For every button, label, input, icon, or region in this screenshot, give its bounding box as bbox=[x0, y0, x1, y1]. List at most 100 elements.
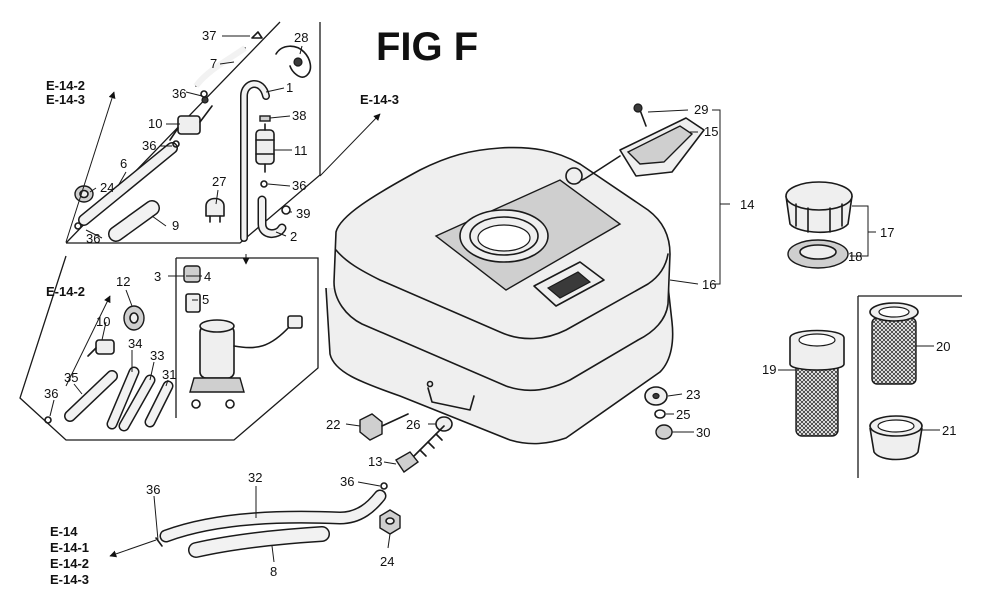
clip-27 bbox=[205, 197, 225, 223]
callout-38: 38 bbox=[292, 108, 306, 123]
callout-2: 2 bbox=[290, 229, 297, 244]
callout-19: 19 bbox=[762, 362, 776, 377]
callout-32: 32 bbox=[248, 470, 262, 485]
callout-7: 7 bbox=[210, 56, 217, 71]
fuel-hose-6 bbox=[78, 142, 178, 226]
callout-20: 20 bbox=[936, 339, 950, 354]
callout-17: 17 bbox=[880, 225, 894, 240]
ring-21 bbox=[869, 415, 923, 461]
figure-title: FIG F bbox=[376, 25, 478, 69]
callout-8: 8 bbox=[270, 564, 277, 579]
fuel-filter-11 bbox=[255, 115, 275, 173]
strainer-19 bbox=[789, 329, 845, 437]
callout-36-e: 36 bbox=[44, 386, 58, 401]
callout-39: 39 bbox=[296, 206, 310, 221]
fuel-pump bbox=[189, 315, 303, 409]
callout-25: 25 bbox=[676, 407, 690, 422]
clamp-39 bbox=[281, 205, 291, 215]
clip-28 bbox=[275, 45, 312, 78]
fuel-hose-9 bbox=[108, 200, 160, 242]
callout-12: 12 bbox=[116, 274, 130, 289]
clamp-36-bottom bbox=[155, 537, 163, 547]
callout-22: 22 bbox=[326, 417, 340, 432]
pump-sleeve-5 bbox=[185, 293, 201, 313]
callout-36-c: 36 bbox=[292, 178, 306, 193]
fuel-hose-32 bbox=[159, 489, 387, 543]
washer-25 bbox=[654, 409, 666, 419]
callout-36-b: 36 bbox=[142, 138, 156, 153]
callout-21: 21 bbox=[942, 423, 956, 438]
bolt-22 bbox=[359, 413, 409, 441]
callout-24-lower: 24 bbox=[380, 554, 394, 569]
fuel-hose-1 bbox=[240, 80, 270, 242]
ref-e14-3-bottom[interactable]: E-14-3 bbox=[50, 572, 89, 587]
clamp-36-pump bbox=[44, 416, 52, 424]
clamp-36-set bbox=[74, 90, 268, 230]
fuel-pump-frame bbox=[19, 255, 319, 441]
fuel-valve-10-lower bbox=[87, 339, 115, 357]
callout-29: 29 bbox=[694, 102, 708, 117]
grommet-24-lower bbox=[379, 509, 401, 535]
pump-cap-4 bbox=[183, 265, 201, 283]
nut-30 bbox=[655, 424, 673, 440]
callout-13: 13 bbox=[368, 454, 382, 469]
callout-3: 3 bbox=[154, 269, 161, 284]
fuel-tank-16 bbox=[325, 146, 674, 445]
callout-14: 14 bbox=[740, 197, 754, 212]
fuel-hose-2 bbox=[257, 195, 287, 238]
washer-23 bbox=[644, 386, 668, 406]
fuel-hose-7 bbox=[193, 45, 247, 88]
strainer-frame bbox=[857, 295, 962, 478]
callout-35: 35 bbox=[64, 370, 78, 385]
gasket-18 bbox=[787, 239, 849, 269]
nut-26 bbox=[435, 416, 453, 432]
fuel-cap-17 bbox=[785, 181, 853, 234]
callout-36-g: 36 bbox=[146, 482, 160, 497]
ref-arrows bbox=[65, 91, 381, 558]
callout-9: 9 bbox=[172, 218, 179, 233]
callout-4: 4 bbox=[204, 269, 211, 284]
callout-numbers: 37 28 7 1 36 38 10 36 11 6 27 36 24 39 9… bbox=[44, 28, 956, 579]
callout-18: 18 bbox=[848, 249, 862, 264]
callout-30: 30 bbox=[696, 425, 710, 440]
fitting-13 bbox=[395, 425, 445, 473]
screw-29 bbox=[633, 103, 647, 127]
ref-e14-2-pump[interactable]: E-14-2 bbox=[46, 284, 85, 299]
callout-34: 34 bbox=[128, 336, 142, 351]
callout-37: 37 bbox=[202, 28, 216, 43]
callout-24-upper: 24 bbox=[100, 180, 114, 195]
callout-10-upper: 10 bbox=[148, 116, 162, 131]
joint-12 bbox=[123, 305, 145, 331]
callout-16: 16 bbox=[702, 277, 716, 292]
fuel-hose-8 bbox=[188, 526, 330, 558]
grommet-24-upper bbox=[74, 185, 94, 203]
callout-1: 1 bbox=[286, 80, 293, 95]
callout-33: 33 bbox=[150, 348, 164, 363]
ref-e14-3-mid[interactable]: E-14-3 bbox=[360, 92, 399, 107]
callout-6: 6 bbox=[120, 156, 127, 171]
callout-28: 28 bbox=[294, 30, 308, 45]
callout-36-f: 36 bbox=[340, 474, 354, 489]
callout-10-lower: 10 bbox=[96, 314, 110, 329]
ref-e14-bottom[interactable]: E-14 bbox=[50, 524, 78, 539]
callout-27: 27 bbox=[212, 174, 226, 189]
callout-36-a: 36 bbox=[172, 86, 186, 101]
callout-26: 26 bbox=[406, 417, 420, 432]
clip-37 bbox=[251, 31, 263, 39]
leader-lines bbox=[49, 35, 940, 563]
strainer-20 bbox=[869, 302, 919, 385]
ref-e14-3-top[interactable]: E-14-3 bbox=[46, 92, 85, 107]
callout-11: 11 bbox=[294, 143, 308, 158]
ref-e14-1-bottom[interactable]: E-14-1 bbox=[50, 540, 89, 555]
pump-hoses bbox=[64, 366, 174, 432]
ref-e14-2-top[interactable]: E-14-2 bbox=[46, 78, 85, 93]
callout-23: 23 bbox=[686, 387, 700, 402]
ref-e14-2-bottom[interactable]: E-14-2 bbox=[50, 556, 89, 571]
clamp-36-tank bbox=[380, 482, 388, 490]
callout-31: 31 bbox=[162, 367, 176, 382]
fuel-gauge-15 bbox=[565, 117, 705, 185]
callout-15: 15 bbox=[704, 124, 718, 139]
callout-5: 5 bbox=[202, 292, 209, 307]
fuel-valve-10 bbox=[169, 96, 213, 141]
